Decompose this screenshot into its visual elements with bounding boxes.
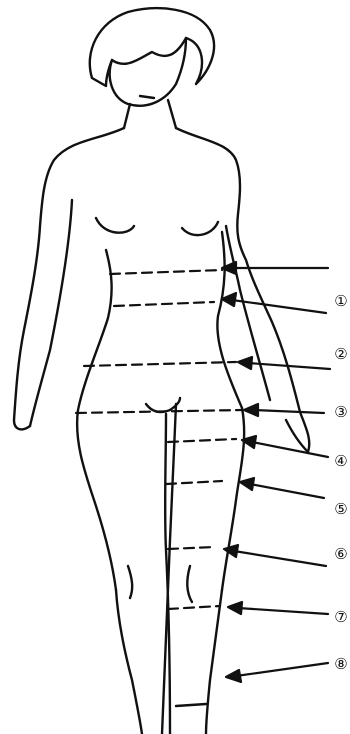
measurement-line-2 [114,302,214,306]
marker-label-5: ⑤ [330,498,350,520]
measurement-arrows [222,262,330,682]
measurement-line-4 [76,410,242,413]
figure-head [90,8,214,106]
right-arm-inner [226,226,270,400]
measurement-line-3 [84,362,236,366]
marker-label-7: ⑦ [330,606,350,628]
left-leg-outer [116,590,142,734]
arrowhead-3 [238,357,252,369]
left-knee [128,566,132,598]
left-waist-hip [77,250,116,590]
arrow-line-8 [238,608,328,614]
marker-label-8: ⑧ [330,653,350,675]
mouth [140,96,154,98]
measurement-line-1 [110,270,222,274]
marker-label-2: ② [330,343,350,365]
arrow-line-7 [234,551,326,566]
body-left-outline [14,128,124,429]
breast-left [96,218,134,233]
left-foot [176,704,206,706]
measurement-line-6 [166,481,222,484]
marker-label-4: ④ [330,450,350,472]
arrowhead-9 [226,670,241,682]
arrow-line-4 [254,410,324,413]
arrowhead-2 [222,293,236,306]
arrow-line-6 [250,484,324,498]
arrow-line-9 [236,663,328,676]
face-outline [110,38,186,106]
marker-label-3: ③ [330,401,350,423]
right-knee [187,566,192,602]
breast-right [182,222,218,235]
marker-label-1: ① [330,290,350,312]
arrow-line-5 [252,442,328,457]
arrowhead-4 [244,404,258,416]
arrowhead-6 [240,478,254,490]
measurement-line-8 [168,606,220,609]
measurement-line-5 [168,439,236,442]
arrowhead-8 [228,602,242,614]
measurement-line-7 [168,547,214,549]
right-leg-outer [206,590,222,734]
marker-label-6: ⑥ [330,543,350,565]
body-right-outline [176,128,309,452]
left-arm-inner [30,200,72,426]
hair-outline [90,8,214,86]
